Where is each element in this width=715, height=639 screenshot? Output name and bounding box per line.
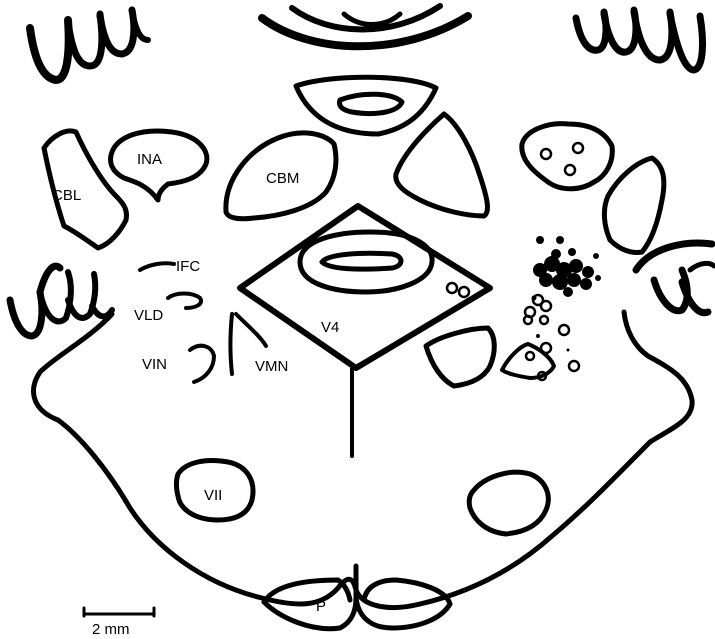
right-medial-nucleus <box>426 328 494 386</box>
midline-folia <box>262 6 468 46</box>
labeled-cell-marker <box>541 149 551 159</box>
labeled-cell-marker <box>565 165 575 175</box>
scale-bar <box>84 608 154 616</box>
cbm-label: CBM <box>266 170 299 187</box>
ifc-label: IFC <box>176 258 200 275</box>
brainstem-outline <box>34 312 693 608</box>
pyramid-region <box>264 566 450 629</box>
labeled-cell-cluster <box>533 236 601 297</box>
cerebellar-folia-left <box>30 10 148 80</box>
labeled-cell-marker <box>573 143 583 153</box>
right-nucleus-with-cells <box>522 124 612 189</box>
vld-outline <box>168 294 201 309</box>
scale-bar-label: 2 mm <box>92 621 130 638</box>
fourth-ventricle-inner-core <box>322 253 401 269</box>
cerebellar-folia-right-lateral <box>636 243 714 313</box>
right-facial-nucleus <box>469 472 548 534</box>
vii-label: VII <box>204 487 222 504</box>
ina-label: INA <box>137 151 162 168</box>
labeled-cell-marker <box>459 287 469 297</box>
labeled-cell-marker <box>447 283 457 293</box>
ifc-outline <box>140 263 174 270</box>
vin-label: VIN <box>142 356 167 373</box>
v4-label: V4 <box>321 319 339 336</box>
cbl-label: CBL <box>52 187 81 204</box>
vin-outline <box>190 346 214 382</box>
vld-label: VLD <box>134 307 163 324</box>
vmn-label: VMN <box>255 358 288 375</box>
midline-superior-structure <box>296 77 436 134</box>
cerebellar-folia-right <box>576 10 702 70</box>
right-lateral-structure <box>604 158 663 253</box>
right-cerebellar-structure <box>396 114 488 216</box>
p-label: P <box>316 598 326 615</box>
